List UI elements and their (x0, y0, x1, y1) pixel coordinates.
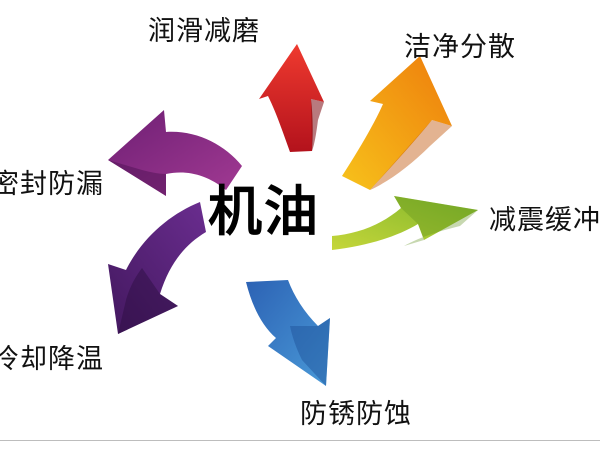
arrow-damping (332, 196, 478, 250)
label-lubrication: 润滑减磨 (148, 16, 260, 47)
bottom-divider (0, 440, 600, 441)
arrow-antirust (246, 280, 330, 386)
label-sealing: 密封防漏 (0, 169, 104, 200)
arrow-cooling (108, 202, 206, 334)
label-antirust: 防锈防蚀 (300, 399, 412, 430)
label-cooling: 冷却降温 (0, 344, 104, 375)
center-label: 机油 (208, 180, 320, 243)
arrow-lubrication (259, 44, 324, 152)
label-damping: 减震缓冲 (489, 205, 600, 236)
arrow-sealing (108, 110, 242, 196)
label-cleaning: 洁净分散 (404, 32, 516, 63)
arrow-cleaning (342, 56, 452, 190)
